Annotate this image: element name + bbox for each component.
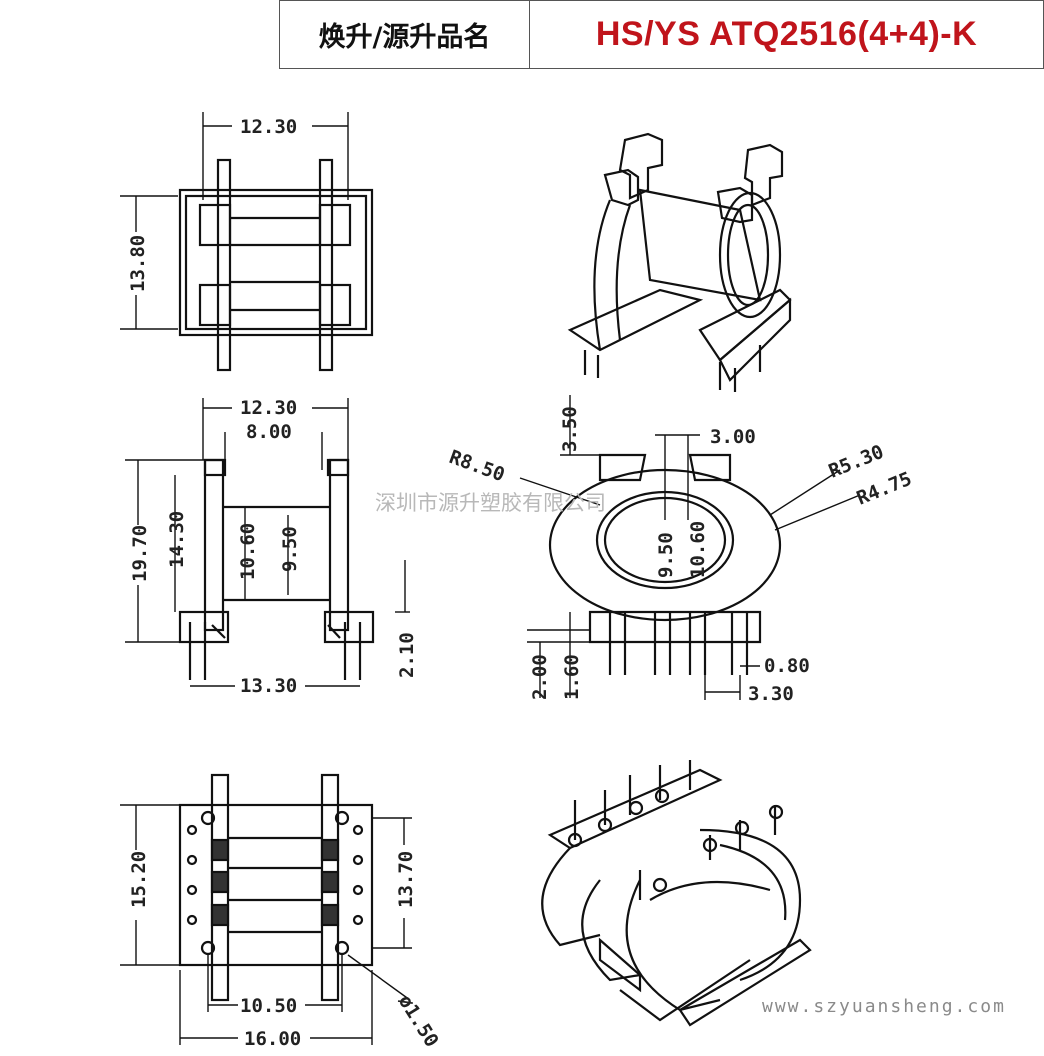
website-url: www.szyuansheng.com (762, 996, 1006, 1017)
dim-radius-2: R5.30 (826, 441, 887, 483)
dim-pitch: 3.30 (748, 683, 794, 705)
bobbin-iso-bottom (541, 760, 812, 1027)
bottom-view (120, 773, 412, 1045)
dim-bottom-height: 15.20 (128, 851, 150, 908)
dim-front-pin: 2.10 (396, 632, 418, 678)
dim-front-in2: 9.50 (279, 526, 301, 572)
side-view (519, 395, 861, 700)
product-name-label: 焕升/源升品名 (280, 1, 530, 68)
top-view (120, 112, 374, 372)
bobbin-iso-top (567, 132, 792, 392)
dim-side-in1: 9.50 (655, 532, 677, 578)
dim-radius-3: R4.75 (854, 468, 915, 510)
dim-front-base: 13.30 (240, 675, 297, 697)
dim-hole-diameter: ø1.50 (394, 991, 443, 1051)
dim-pin-width: 0.80 (764, 655, 810, 677)
dim-side-in2: 10.60 (687, 521, 709, 578)
dim-front-height2: 14.30 (166, 511, 188, 568)
dim-side-b: 1.60 (561, 654, 583, 700)
front-view (125, 398, 410, 687)
dim-side-a: 2.00 (529, 654, 551, 700)
dim-side-top: 3.50 (559, 406, 581, 452)
dim-radius-1: R8.50 (446, 446, 507, 486)
dim-bottom-pitch: 10.50 (240, 995, 297, 1017)
dim-front-inner: 8.00 (246, 421, 292, 443)
dim-front-in1: 10.60 (237, 523, 259, 580)
dim-top-height: 13.80 (127, 235, 149, 292)
product-name-value: HS/YS ATQ2516(4+4)-K (595, 15, 978, 53)
dim-front-width: 12.30 (240, 397, 297, 419)
dim-top-width: 12.30 (240, 116, 297, 138)
title-bar: 焕升/源升品名 HS/YS ATQ2516(4+4)-K (279, 0, 1044, 69)
dim-side-slot: 3.00 (710, 426, 756, 448)
dim-bottom-width: 16.00 (244, 1028, 301, 1050)
dim-front-height: 19.70 (129, 525, 151, 582)
dim-bottom-height2: 13.70 (395, 851, 417, 908)
company-watermark: 深圳市源升塑胶有限公司 (375, 491, 606, 515)
